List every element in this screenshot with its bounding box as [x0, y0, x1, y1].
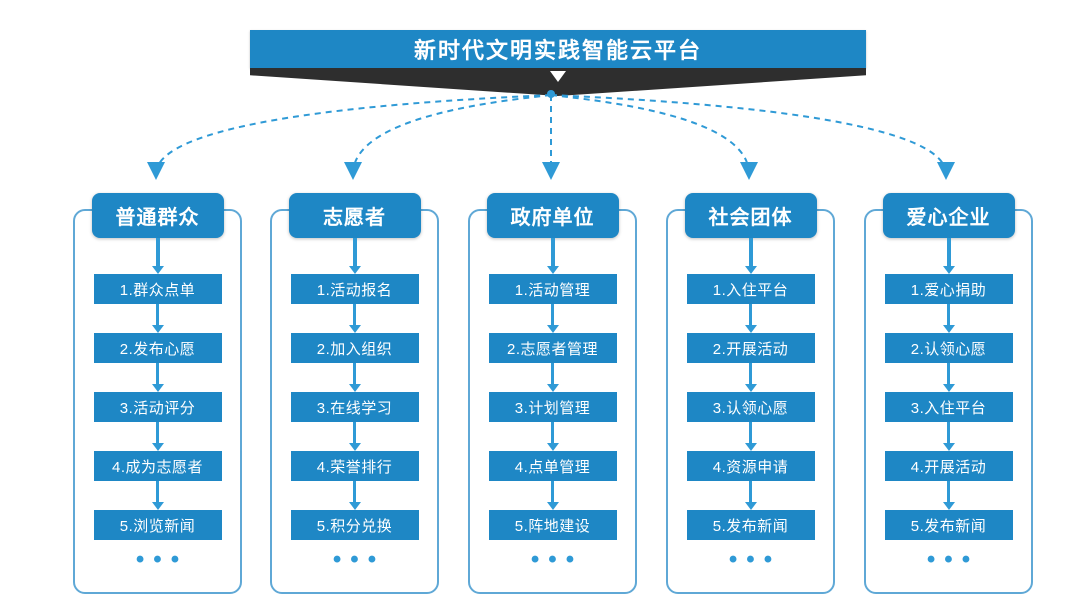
down-arrow-icon: [550, 71, 566, 82]
diagram-title: 新时代文明实践智能云平台: [250, 30, 866, 68]
flow-step: 3.在线学习: [290, 392, 419, 422]
arrow-down-icon: [743, 481, 759, 510]
arrow-down-icon: [150, 304, 166, 333]
arrow-down-icon: [743, 422, 759, 451]
column-header: 爱心企业: [882, 193, 1015, 238]
flow-step: 4.成为志愿者: [93, 451, 222, 481]
column-header: 志愿者: [288, 193, 421, 238]
flow-step: 4.资源申请: [686, 451, 815, 481]
arrow-down-icon: [941, 422, 957, 451]
arrow-down-icon: [347, 422, 363, 451]
arrow-down-icon: [150, 422, 166, 451]
column-government-units: 政府单位 1.活动管理 2.志愿者管理 3.计划管理 4.点单管理 5.阵地建设…: [468, 193, 637, 594]
flow-step: 1.活动报名: [290, 274, 419, 304]
column-general-public: 普通群众 1.群众点单 2.发布心愿 3.活动评分 4.成为志愿者 5.浏览新闻…: [73, 193, 242, 594]
flow-step: 3.计划管理: [488, 392, 617, 422]
connector-to-column-5: [550, 94, 955, 180]
arrow-down-icon: [941, 363, 957, 392]
flow-step: 3.活动评分: [93, 392, 222, 422]
flow-step: 3.入住平台: [884, 392, 1013, 422]
arrow-down-icon: [941, 238, 957, 274]
arrow-down-icon: [743, 363, 759, 392]
flow-step: 1.活动管理: [488, 274, 617, 304]
connector-to-column-4: [550, 94, 758, 180]
flow-step: 2.加入组织: [290, 333, 419, 363]
column-header: 社会团体: [684, 193, 817, 238]
connector-to-column-1: [147, 94, 552, 180]
flow-step: 5.发布新闻: [686, 510, 815, 540]
column-header: 普通群众: [91, 193, 224, 238]
flow-step: 2.志愿者管理: [488, 333, 617, 363]
column-social-groups: 社会团体 1.入住平台 2.开展活动 3.认领心愿 4.资源申请 5.发布新闻 …: [666, 193, 835, 594]
arrow-down-icon: [743, 238, 759, 274]
column-caring-enterprises: 爱心企业 1.爱心捐助 2.认领心愿 3.入住平台 4.开展活动 5.发布新闻 …: [864, 193, 1033, 594]
flow-step: 5.阵地建设: [488, 510, 617, 540]
more-indicator: •••: [728, 546, 782, 573]
arrow-down-icon: [941, 304, 957, 333]
arrow-down-icon: [545, 422, 561, 451]
more-indicator: •••: [926, 546, 980, 573]
arrow-down-icon: [743, 304, 759, 333]
arrow-down-icon: [941, 481, 957, 510]
column-volunteers: 志愿者 1.活动报名 2.加入组织 3.在线学习 4.荣誉排行 5.积分兑换 •…: [270, 193, 439, 594]
arrow-down-icon: [545, 363, 561, 392]
arrow-down-icon: [347, 304, 363, 333]
flow-step: 1.入住平台: [686, 274, 815, 304]
column-header: 政府单位: [486, 193, 619, 238]
flow-step: 5.积分兑换: [290, 510, 419, 540]
arrow-down-icon: [347, 238, 363, 274]
more-indicator: •••: [530, 546, 584, 573]
flow-step: 4.荣誉排行: [290, 451, 419, 481]
flow-step: 3.认领心愿: [686, 392, 815, 422]
flow-step: 4.开展活动: [884, 451, 1013, 481]
arrow-down-icon: [150, 363, 166, 392]
more-indicator: •••: [135, 546, 189, 573]
arrow-down-icon: [347, 363, 363, 392]
arrow-down-icon: [545, 481, 561, 510]
arrow-down-icon: [545, 304, 561, 333]
flow-step: 5.发布新闻: [884, 510, 1013, 540]
flow-step: 5.浏览新闻: [93, 510, 222, 540]
arrow-down-icon: [347, 481, 363, 510]
flow-step: 2.认领心愿: [884, 333, 1013, 363]
arrow-down-icon: [150, 481, 166, 510]
flow-step: 1.群众点单: [93, 274, 222, 304]
title-ribbon: [250, 68, 866, 96]
arrow-down-icon: [150, 238, 166, 274]
flow-step: 2.发布心愿: [93, 333, 222, 363]
arrow-down-icon: [545, 238, 561, 274]
flow-step: 2.开展活动: [686, 333, 815, 363]
more-indicator: •••: [332, 546, 386, 573]
flow-step: 4.点单管理: [488, 451, 617, 481]
connector-to-column-2: [344, 94, 552, 180]
flow-step: 1.爱心捐助: [884, 274, 1013, 304]
